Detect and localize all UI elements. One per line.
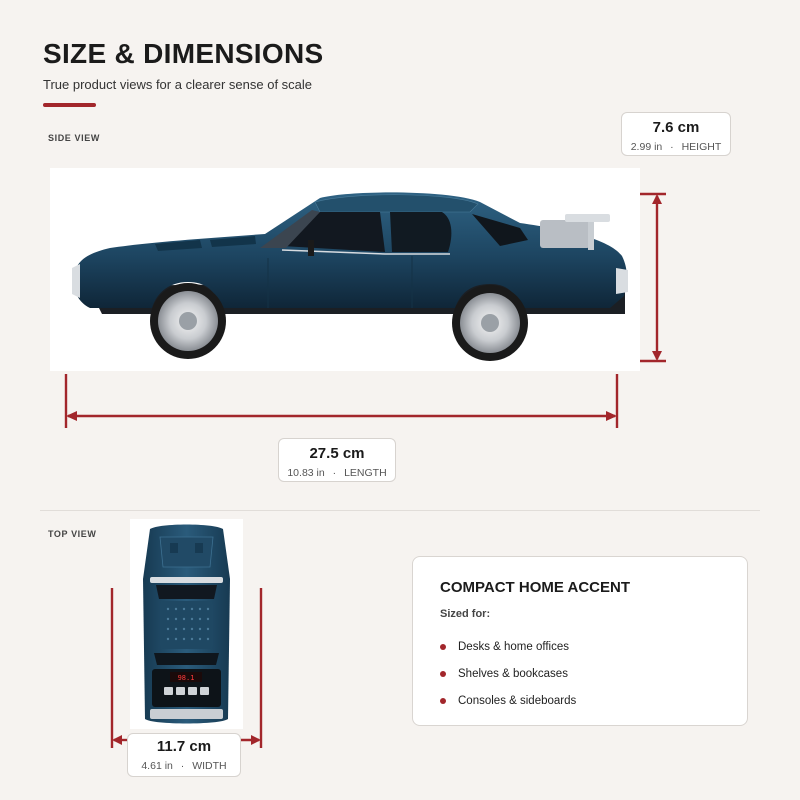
page-title: SIZE & DIMENSIONS [43, 38, 324, 69]
width-arrowhead-right [251, 735, 261, 745]
title-accent-bar [43, 103, 96, 107]
page-subtitle: True product views for a clearer sense o… [43, 77, 313, 92]
length-separator: · [332, 467, 337, 479]
car-side-illustration [72, 192, 628, 361]
length-arrowhead-left [66, 411, 77, 421]
list-item-label: Consoles & sideboards [458, 694, 577, 707]
info-card-title: COMPACT HOME ACCENT [440, 579, 630, 596]
height-arrowhead-top [652, 194, 662, 204]
list-item-label: Shelves & bookcases [458, 667, 568, 680]
width-imperial-row: 4.61 in · WIDTH [128, 760, 240, 772]
top-view-display-readout: 98.1 [178, 674, 195, 682]
top-view-label: TOP VIEW [48, 529, 97, 539]
section-divider [40, 510, 760, 511]
height-dimension-name: HEIGHT [681, 141, 722, 153]
height-arrowhead-bottom [652, 351, 662, 361]
height-metric: 7.6 cm [652, 119, 700, 136]
height-dimension-card: 7.6 cm 2.99 in · HEIGHT [621, 112, 731, 156]
width-separator: · [180, 760, 185, 772]
top-view-photo: 98.1 [130, 519, 243, 729]
width-imperial: 4.61 in [141, 760, 173, 772]
length-arrowhead-right [606, 411, 617, 421]
length-imperial-row: 10.83 in · LENGTH [279, 467, 395, 479]
list-item: Shelves & bookcases [440, 660, 576, 687]
compact-home-accent-card: COMPACT HOME ACCENT Sized for: Desks & h… [412, 556, 748, 726]
length-dimension-card: 27.5 cm 10.83 in · LENGTH [278, 438, 396, 482]
length-dimension-name: LENGTH [344, 467, 387, 479]
width-dimension-name: WIDTH [192, 760, 227, 772]
list-item: Desks & home offices [440, 633, 576, 660]
bullet-dot [440, 697, 446, 704]
height-separator: · [670, 141, 674, 153]
list-item-label: Desks & home offices [458, 640, 570, 653]
bullet-dot [440, 643, 446, 650]
info-card-subtitle: Sized for: [440, 608, 491, 620]
side-view-photo [50, 168, 640, 371]
width-dimension-card: 11.7 cm 4.61 in · WIDTH [127, 733, 241, 777]
width-metric: 11.7 cm [156, 738, 212, 755]
length-metric: 27.5 cm [309, 445, 365, 462]
length-imperial: 10.83 in [287, 467, 325, 479]
side-view-label: SIDE VIEW [48, 133, 100, 143]
height-imperial-row: 2.99 in · HEIGHT [622, 141, 730, 153]
list-item: Consoles & sideboards [440, 687, 576, 714]
bullet-dot [440, 670, 446, 677]
height-imperial: 2.99 in [630, 141, 663, 153]
car-top-illustration: 98.1 [143, 524, 230, 724]
width-arrowhead-left [112, 735, 122, 745]
sized-for-list: Desks & home offices Shelves & bookcases… [440, 633, 576, 714]
